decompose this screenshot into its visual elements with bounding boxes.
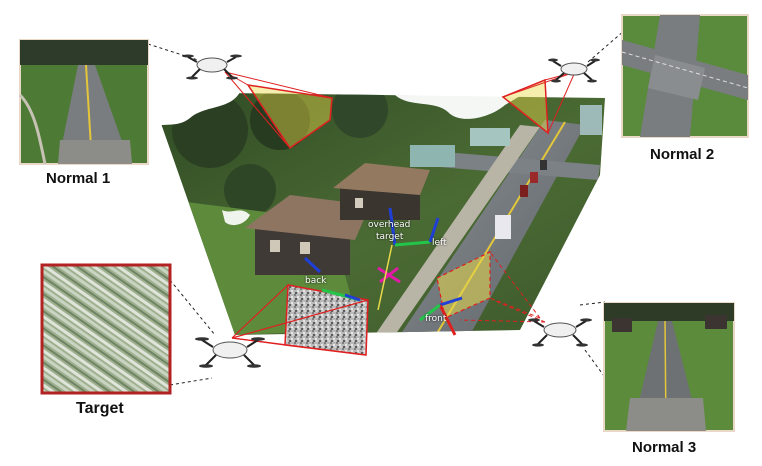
leader-line xyxy=(587,29,626,63)
scene-label-front: front xyxy=(425,314,447,324)
drone-normal-1 xyxy=(182,54,242,80)
leader-line xyxy=(147,43,199,61)
car xyxy=(540,160,547,170)
thumbnail-normal-3 xyxy=(603,302,735,432)
scene-label-overhead: overhead xyxy=(368,220,411,230)
thumbnail-normal-2 xyxy=(621,14,749,138)
mask-cutout xyxy=(395,95,520,119)
caption-normal-3: Normal 3 xyxy=(632,439,697,456)
tree-cluster xyxy=(224,164,276,216)
drone-normal-2 xyxy=(548,58,600,83)
leader-line xyxy=(579,301,606,306)
scene-label-left: left xyxy=(432,238,447,248)
car xyxy=(520,185,528,197)
thumbnail-target xyxy=(40,263,172,395)
frustum-normal-3 xyxy=(459,299,546,323)
caption-normal-1: Normal 1 xyxy=(46,170,111,187)
caption-target: Target xyxy=(76,400,124,417)
truck xyxy=(495,215,511,239)
scene-label-target: target xyxy=(376,232,404,242)
frustum-normal-1 xyxy=(224,71,333,150)
car xyxy=(530,172,538,183)
drone-target xyxy=(195,337,265,368)
house-large xyxy=(245,195,370,275)
caption-normal-2: Normal 2 xyxy=(650,146,715,163)
target-patch xyxy=(231,284,369,356)
scene-label-back: back xyxy=(305,276,327,286)
mask-cutout xyxy=(150,92,240,130)
tree-cluster xyxy=(250,92,310,150)
leader-line xyxy=(169,279,216,336)
distant-house xyxy=(580,105,602,135)
leader-line xyxy=(169,377,213,386)
sidewalk xyxy=(375,125,540,335)
house-small xyxy=(333,163,430,220)
distant-house xyxy=(470,128,510,146)
frustum-normal-2 xyxy=(501,71,576,135)
tree-cluster xyxy=(332,92,388,138)
axis-markers xyxy=(303,207,463,336)
distant-house xyxy=(410,145,455,167)
thumbnail-normal-1 xyxy=(18,39,149,165)
mask-cutout xyxy=(222,210,250,226)
drone-normal-3 xyxy=(528,318,592,347)
